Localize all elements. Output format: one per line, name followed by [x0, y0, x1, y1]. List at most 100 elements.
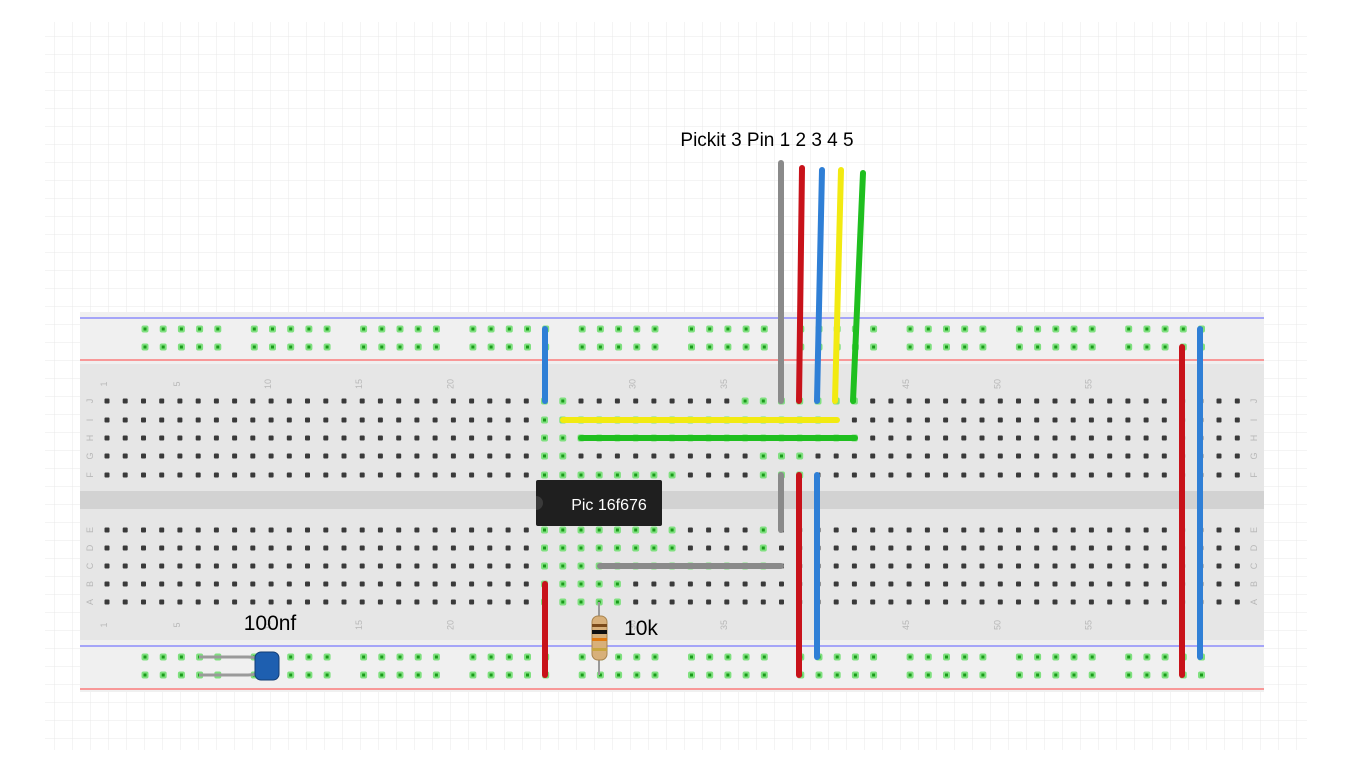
breadboard-hole: [559, 526, 567, 534]
breadboard-hole: [706, 545, 712, 551]
breadboard-hole: [759, 526, 767, 534]
breadboard-hole: [541, 416, 548, 424]
breadboard-hole: [979, 599, 985, 605]
row-letter-label: E: [1249, 527, 1259, 533]
breadboard-hole: [1234, 472, 1240, 478]
breadboard-hole: [487, 472, 493, 478]
breadboard-hole: [870, 398, 876, 404]
breadboard-hole: [906, 599, 912, 605]
breadboard-hole: [541, 526, 548, 534]
breadboard-hole: [888, 599, 894, 605]
breadboard-hole: [505, 398, 511, 404]
breadboard-hole: [1125, 435, 1131, 441]
breadboard-hole: [213, 599, 219, 605]
breadboard-hole: [961, 472, 967, 478]
breadboard-hole: [341, 398, 347, 404]
breadboard-hole: [195, 417, 201, 423]
breadboard-hole: [195, 527, 201, 533]
breadboard-hole: [906, 527, 912, 533]
breadboard-hole: [669, 599, 675, 605]
row-letter-label: H: [85, 435, 95, 442]
rail-hole: [323, 671, 331, 679]
breadboard-hole: [943, 563, 949, 569]
breadboard-hole: [1052, 435, 1058, 441]
breadboard-hole: [924, 563, 930, 569]
breadboard-hole: [1052, 472, 1058, 478]
breadboard-hole: [487, 435, 493, 441]
rail-hole: [1052, 325, 1060, 333]
rail-hole: [851, 653, 859, 661]
breadboard-hole: [759, 397, 767, 405]
rail-hole: [815, 671, 823, 679]
breadboard-hole: [613, 526, 621, 534]
breadboard-hole: [213, 581, 219, 587]
rail-hole: [615, 671, 623, 679]
breadboard-hole: [613, 580, 621, 588]
rail-hole: [1125, 343, 1133, 351]
breadboard-hole: [541, 434, 548, 442]
rail-hole: [1070, 343, 1078, 351]
breadboard-hole: [1234, 453, 1240, 459]
rail-hole: [706, 325, 714, 333]
breadboard-hole: [1161, 472, 1167, 478]
breadboard-hole: [979, 527, 985, 533]
breadboard-hole: [1143, 453, 1149, 459]
breadboard-hole: [870, 599, 876, 605]
breadboard-hole: [523, 599, 529, 605]
breadboard-hole: [759, 544, 767, 552]
breadboard-hole: [1016, 472, 1021, 478]
rail-hole: [487, 325, 495, 333]
breadboard-hole: [323, 472, 329, 478]
breadboard-hole: [213, 545, 219, 551]
breadboard-hole: [687, 453, 693, 459]
breadboard-hole: [979, 398, 985, 404]
rail-hole: [724, 671, 732, 679]
row-letter-label: A: [85, 599, 95, 605]
rail-hole: [943, 653, 950, 661]
row-letter-label: F: [1249, 472, 1259, 478]
rail-hole: [378, 653, 386, 661]
breadboard-hole: [687, 527, 693, 533]
breadboard-hole: [232, 545, 238, 551]
breadboard-hole: [250, 527, 256, 533]
rail-hole: [396, 343, 404, 351]
breadboard-hole: [414, 581, 420, 587]
rail-hole: [323, 653, 331, 661]
breadboard-hole: [742, 599, 748, 605]
rail-hole: [305, 653, 313, 661]
breadboard-hole: [396, 435, 402, 441]
breadboard-hole: [924, 435, 930, 441]
breadboard-hole: [523, 563, 529, 569]
breadboard-hole: [1088, 581, 1094, 587]
breadboard-hole: [469, 417, 475, 423]
breadboard-hole: [979, 435, 985, 441]
breadboard-hole: [1052, 453, 1058, 459]
breadboard-hole: [961, 563, 967, 569]
breadboard-hole: [741, 397, 749, 405]
breadboard-hole: [1070, 581, 1076, 587]
breadboard-hole: [523, 581, 529, 587]
breadboard-hole: [1034, 581, 1040, 587]
rail-hole: [305, 325, 313, 333]
breadboard-hole: [323, 453, 329, 459]
rail-hole: [469, 325, 477, 333]
rail-hole: [1052, 671, 1060, 679]
breadboard-hole: [250, 563, 256, 569]
rail-hole: [432, 653, 440, 661]
breadboard-hole: [469, 563, 475, 569]
breadboard-hole: [1107, 435, 1113, 441]
breadboard-hole: [596, 453, 602, 459]
breadboard-hole: [906, 453, 912, 459]
breadboard-hole: [1143, 581, 1149, 587]
breadboard-hole: [906, 545, 912, 551]
breadboard-hole: [1234, 563, 1240, 569]
breadboard-hole: [523, 545, 529, 551]
breadboard-hole: [250, 581, 256, 587]
breadboard-hole: [359, 417, 365, 423]
column-number-label: 10: [263, 620, 273, 630]
breadboard-hole: [305, 581, 310, 587]
breadboard-hole: [487, 581, 493, 587]
column-number-label: 35: [719, 379, 729, 389]
rail-hole: [870, 671, 878, 679]
